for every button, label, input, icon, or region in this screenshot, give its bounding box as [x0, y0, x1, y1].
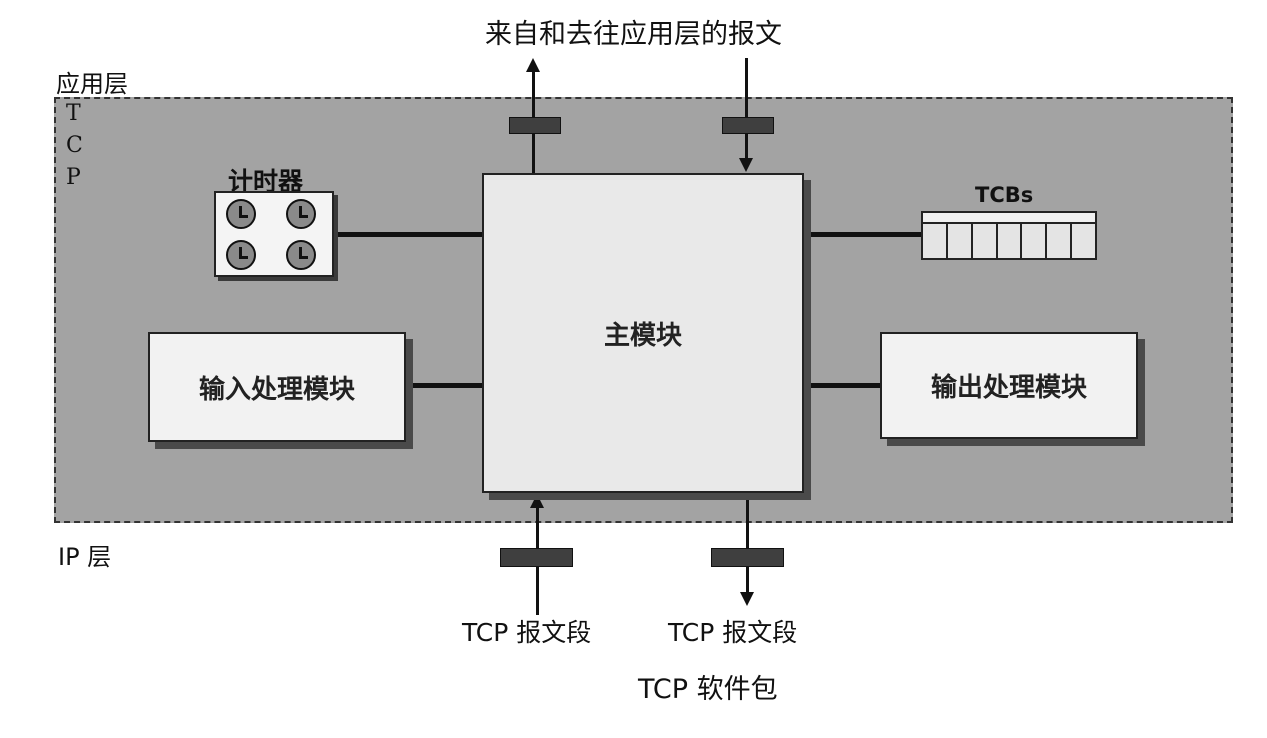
tcb-cell [973, 224, 998, 258]
ip-out-arrowhead [740, 592, 754, 606]
top-caption: 来自和去往应用层的报文 [485, 19, 782, 50]
segment-out-label: TCP 报文段 [668, 618, 798, 647]
app-out-queue [509, 117, 561, 134]
tcb-cell [1047, 224, 1073, 258]
app-out-arrowhead [526, 58, 540, 72]
tcb-cell [1072, 224, 1095, 258]
tcb-cell [998, 224, 1023, 258]
ip-in-queue [500, 548, 573, 567]
tcbs-label: TCBs [975, 183, 1034, 207]
clock-icon [286, 240, 316, 270]
tcbs-connector [804, 232, 921, 237]
input-connector [406, 383, 482, 388]
main-module-label: 主模块 [603, 321, 682, 351]
output-connector [804, 383, 880, 388]
ip-out-line [746, 493, 749, 594]
clock-icon [286, 199, 316, 229]
tcp-letter-c: C [66, 133, 83, 158]
app-layer-label: 应用层 [56, 70, 128, 98]
tcp-letter-t: T [66, 101, 81, 126]
tcbs-table [921, 211, 1097, 260]
package-caption: TCP 软件包 [638, 674, 778, 705]
app-in-queue [722, 117, 774, 134]
app-in-line [745, 58, 748, 159]
tcb-cell [923, 224, 948, 258]
output-module-label: 输出处理模块 [930, 373, 1087, 403]
input-module-box: 输入处理模块 [148, 332, 406, 442]
clock-icon [226, 240, 256, 270]
input-module-label: 输入处理模块 [198, 374, 355, 405]
segment-in-label: TCP 报文段 [462, 618, 592, 647]
clock-icon [226, 199, 256, 229]
tcb-cell [948, 224, 973, 258]
output-module-box: 输出处理模块 [880, 332, 1138, 439]
ip-in-arrowhead [530, 494, 544, 508]
timer-connector [334, 232, 482, 237]
ip-out-queue [711, 548, 784, 567]
app-in-arrowhead [739, 158, 753, 172]
tcb-cell [1022, 224, 1048, 258]
tcp-letter-p: P [66, 165, 81, 190]
ip-layer-label: IP 层 [58, 543, 112, 571]
main-module-box: 主模块 [482, 173, 804, 493]
timer-panel [214, 191, 334, 277]
